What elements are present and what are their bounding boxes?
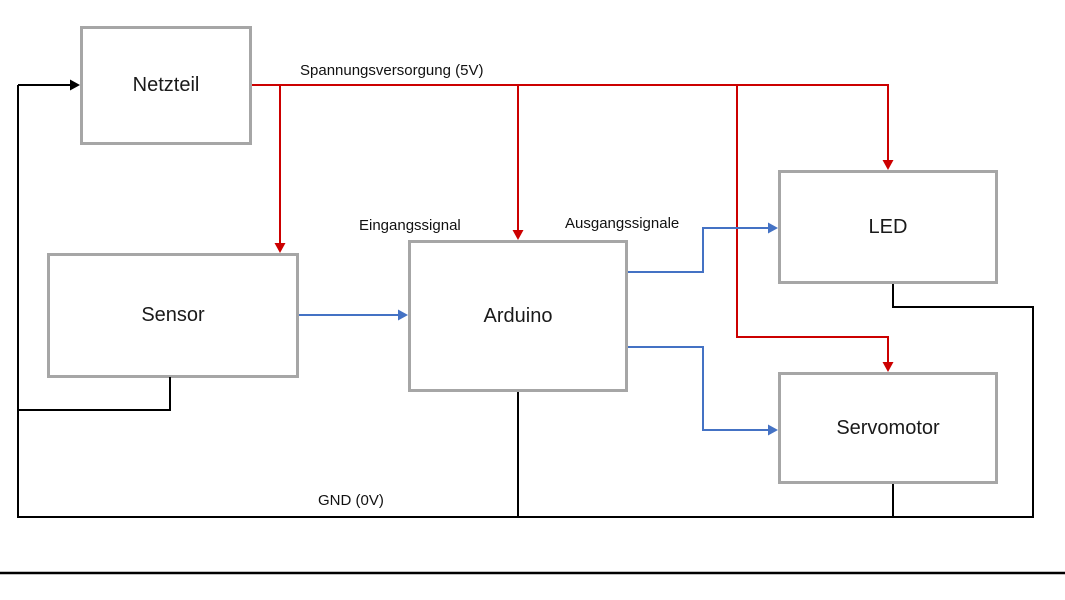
label-supply-voltage: Spannungsversorgung (5V): [300, 62, 484, 79]
box-sensor: Sensor: [47, 253, 299, 378]
supply-arrow-servomotor: [882, 362, 894, 372]
gnd-line-sensor: [19, 377, 171, 411]
signal-arrow-arduino: [398, 309, 408, 321]
signal-arrow-servomotor: [768, 424, 778, 436]
supply-arrow-arduino: [512, 230, 524, 240]
supply-arrows: [274, 160, 894, 372]
signal-arrows: [398, 222, 778, 436]
label-gnd: GND (0V): [318, 492, 384, 509]
signal-lines: [299, 227, 769, 431]
supply-arrow-sensor: [274, 243, 286, 253]
supply-line-main-to-led: [252, 84, 889, 161]
supply-line-to-servomotor: [736, 85, 889, 363]
supply-lines: [252, 84, 889, 363]
label-input-signal: Eingangssignal: [359, 217, 461, 234]
signal-line-arduino-to-servomotor: [628, 346, 769, 431]
gnd-arrow-into-netzteil: [70, 79, 80, 91]
gnd-line-left-and-bottom: [17, 85, 1033, 518]
supply-arrow-led: [882, 160, 894, 170]
signal-line-arduino-to-led: [628, 227, 769, 273]
box-led: LED: [778, 170, 998, 284]
box-servomotor-label: Servomotor: [836, 416, 940, 439]
box-arduino-label: Arduino: [483, 304, 553, 327]
box-led-label: LED: [868, 215, 908, 238]
label-output-signals: Ausgangssignale: [565, 215, 680, 232]
gnd-line-led: [892, 284, 1034, 518]
signal-arrow-led: [768, 222, 778, 234]
box-sensor-label: Sensor: [141, 304, 205, 326]
gnd-lines: [17, 84, 1034, 518]
box-netzteil-label: Netzteil: [132, 74, 200, 96]
box-servomotor: Servomotor: [778, 372, 998, 484]
box-arduino: Arduino: [408, 240, 628, 392]
box-netzteil: Netzteil: [80, 26, 252, 145]
